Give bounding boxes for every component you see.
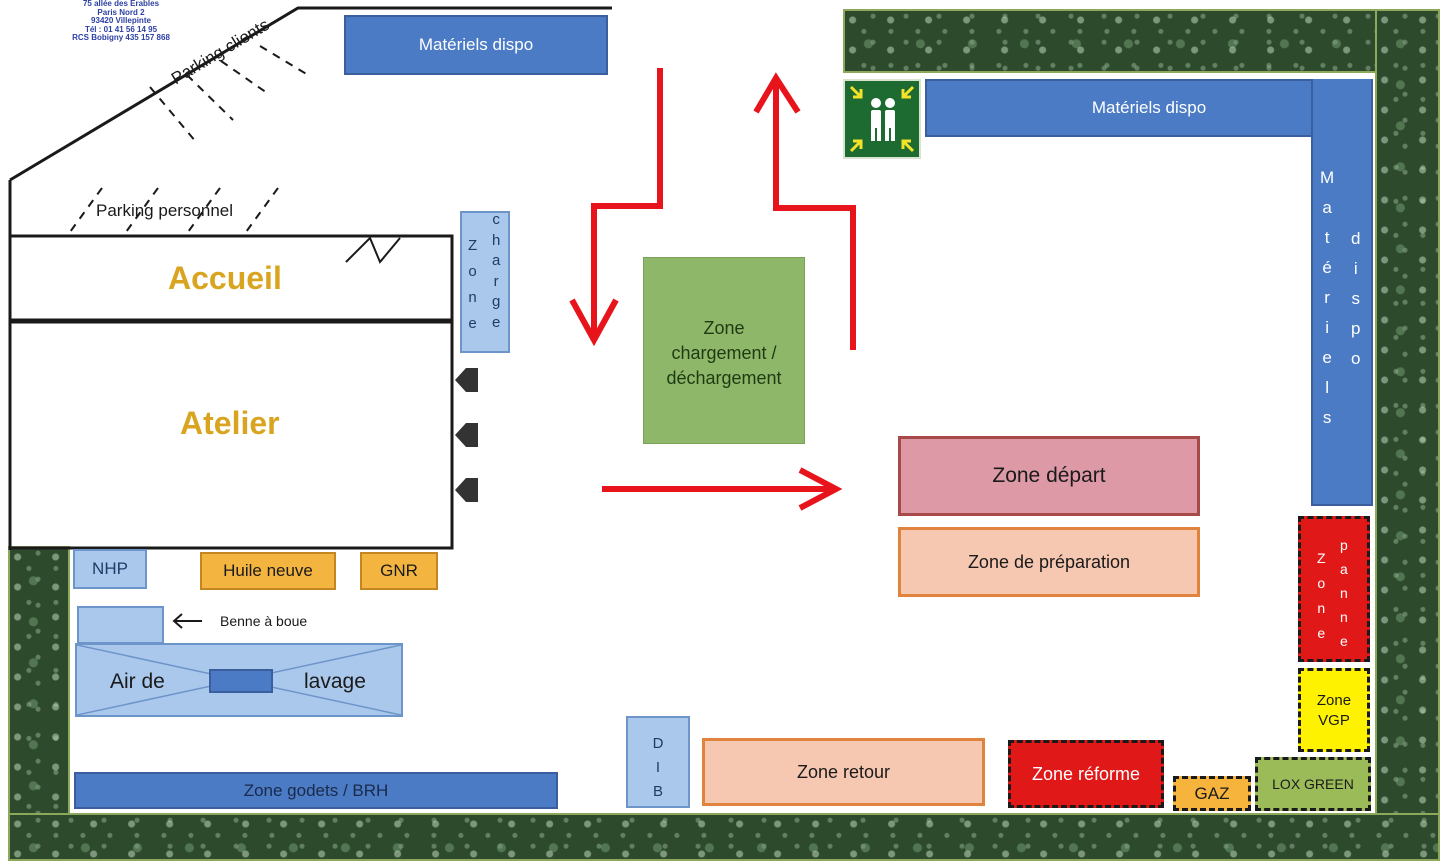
materiels-dispo-right-label: Matériels dispo xyxy=(1091,98,1207,117)
address-line-2: Paris Nord 2 xyxy=(97,7,145,17)
door-symbol xyxy=(345,236,401,264)
zone-vgp: Zone VGP xyxy=(1298,668,1370,752)
route-arrow-out-head xyxy=(753,72,801,114)
atelier-label: Atelier xyxy=(180,405,280,441)
zone-panne xyxy=(1298,516,1370,662)
materiels-vertical-col1: M a t é r i e l s xyxy=(1320,168,1335,427)
parking-personnel-label: Parking personnel xyxy=(96,201,234,220)
hedge-bottom xyxy=(8,813,1440,861)
accueil-building xyxy=(8,234,454,324)
materiels-dispo-top-left: Matériels dispo xyxy=(344,15,608,75)
route-arrow-in-head xyxy=(569,298,619,347)
lavage-drain xyxy=(209,669,273,693)
zone-panne-col1: Z o n e xyxy=(1317,550,1326,641)
address-line-5: RCS Bobigny 435 157 868 xyxy=(72,33,170,42)
parking-personnel-lines xyxy=(69,187,279,233)
route-arrow-out xyxy=(773,80,856,350)
zone-lox-green: LOX GREEN xyxy=(1255,757,1371,811)
zone-preparation: Zone de préparation xyxy=(898,527,1200,597)
materiels-dispo-vertical xyxy=(1311,79,1373,506)
air-de-lavage xyxy=(75,643,403,717)
nhp-tank: NHP xyxy=(73,549,147,589)
benne-label: Benne à boue xyxy=(220,613,308,629)
route-arrow-right-head xyxy=(798,467,843,511)
zone-godets-brh: Zone godets / BRH xyxy=(74,772,558,809)
hedge-left xyxy=(8,546,70,860)
zone-depart: Zone départ xyxy=(898,436,1200,516)
materiels-vertical-col2: d i s p o xyxy=(1351,229,1361,368)
parking-clients-lines xyxy=(149,45,309,143)
benne-a-boue xyxy=(77,606,164,644)
zone-gaz: GAZ xyxy=(1173,776,1251,811)
address-line-1: 75 allée des Erables xyxy=(82,0,160,8)
huile-neuve-tank: Huile neuve xyxy=(200,552,336,590)
zone-panne-col2: p a n n e xyxy=(1340,537,1348,649)
atelier-building xyxy=(8,318,454,550)
air-de-label: Air de xyxy=(110,670,165,693)
zone-charge-col2: c h a r g e xyxy=(492,211,501,331)
zone-reforme: Zone réforme xyxy=(1008,740,1164,808)
accueil-label: Accueil xyxy=(168,260,282,296)
site-boundary-line xyxy=(9,6,612,182)
hedge-right xyxy=(1375,9,1440,821)
gnr-tank: GNR xyxy=(360,552,438,590)
materiels-dispo-top-right: Matériels dispo xyxy=(925,79,1373,137)
benne-arrow xyxy=(172,613,202,629)
zone-charge-col1: Z o n e xyxy=(468,237,478,332)
zone-chargement: Zone chargement / déchargement xyxy=(643,257,805,444)
zone-dib: D I B xyxy=(626,716,690,808)
address-line-4: Tél : 01 41 56 14 95 xyxy=(84,24,158,34)
lavage-label: lavage xyxy=(304,670,366,693)
zone-charge xyxy=(460,211,510,353)
hedge-top-right xyxy=(843,9,1440,73)
entrance-arrow-icon xyxy=(455,368,478,502)
traffic-route xyxy=(569,68,856,511)
company-address: 75 allée des Erables Paris Nord 2 93420 … xyxy=(56,0,186,43)
route-arrow-in xyxy=(591,68,663,340)
materiels-dispo-label: Matériels dispo xyxy=(418,35,534,54)
address-line-3: 93420 Villepinte xyxy=(91,16,151,25)
zone-retour: Zone retour xyxy=(702,738,985,806)
assembly-point-icon xyxy=(843,79,921,159)
